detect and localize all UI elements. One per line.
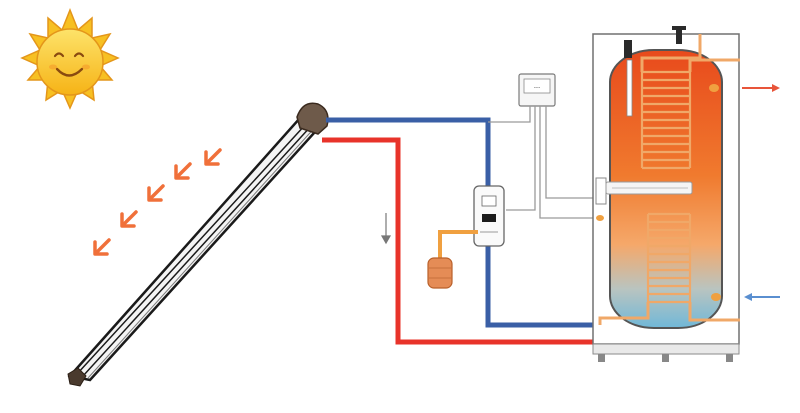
hot-water-outlet (742, 84, 780, 92)
sun-smile (55, 67, 84, 77)
collector-header-cap (296, 102, 329, 135)
flow-arrow-down-icon (380, 213, 392, 245)
sun-face (36, 28, 104, 96)
lower-coil-feed (598, 302, 740, 325)
controller-display-text: --- (534, 84, 541, 91)
expansion-vessel-body (427, 257, 453, 289)
expansion-tank-icon (427, 230, 478, 289)
hot-water-cylinder-icon (592, 26, 740, 362)
collector-tube-line (82, 124, 313, 377)
arrow-down-left-icon (93, 238, 111, 256)
cold-water-inlet (744, 293, 780, 301)
collector-bottom-cap (67, 367, 87, 387)
collector-tube-line (76, 123, 307, 375)
upper-coil-feed (640, 34, 740, 72)
sunray-arrows (93, 148, 222, 256)
controller-box-icon: --- (518, 73, 556, 107)
collector-tube-line (87, 123, 319, 379)
arrow-down-left-icon (147, 184, 165, 202)
heater-mount (595, 177, 607, 205)
pump-indicator (482, 214, 496, 222)
tank-leg (726, 354, 733, 362)
arrow-down-left-icon (204, 148, 222, 166)
tank-leg (598, 354, 605, 362)
controller-wiring (488, 106, 608, 219)
expansion-pipe (438, 230, 478, 258)
sun-left-eye (53, 52, 65, 58)
tank-plinth (592, 343, 740, 355)
temperature-sensor-icon (624, 40, 633, 117)
heat-exchanger-coil-icon (640, 70, 692, 170)
evacuated-tube-collector (67, 102, 329, 387)
top-valve-icon (672, 26, 686, 44)
pump-display (481, 195, 497, 207)
return-pipe (326, 117, 598, 328)
heat-exchanger-coil-icon (646, 212, 692, 304)
tank-sensor-nub-icon (596, 84, 721, 301)
tank-leg (662, 354, 669, 362)
controller-display (523, 78, 551, 94)
immersion-heater-icon (595, 177, 693, 205)
arrow-down-left-icon (120, 210, 138, 228)
smiling-sun-icon (20, 7, 120, 110)
sun-left-cheek (49, 64, 57, 70)
arrow-down-left-icon (174, 162, 192, 180)
sun-right-eye (73, 52, 85, 58)
pump-unit-icon (473, 185, 505, 247)
supply-pipe (322, 137, 601, 345)
sun-right-cheek (82, 64, 90, 70)
